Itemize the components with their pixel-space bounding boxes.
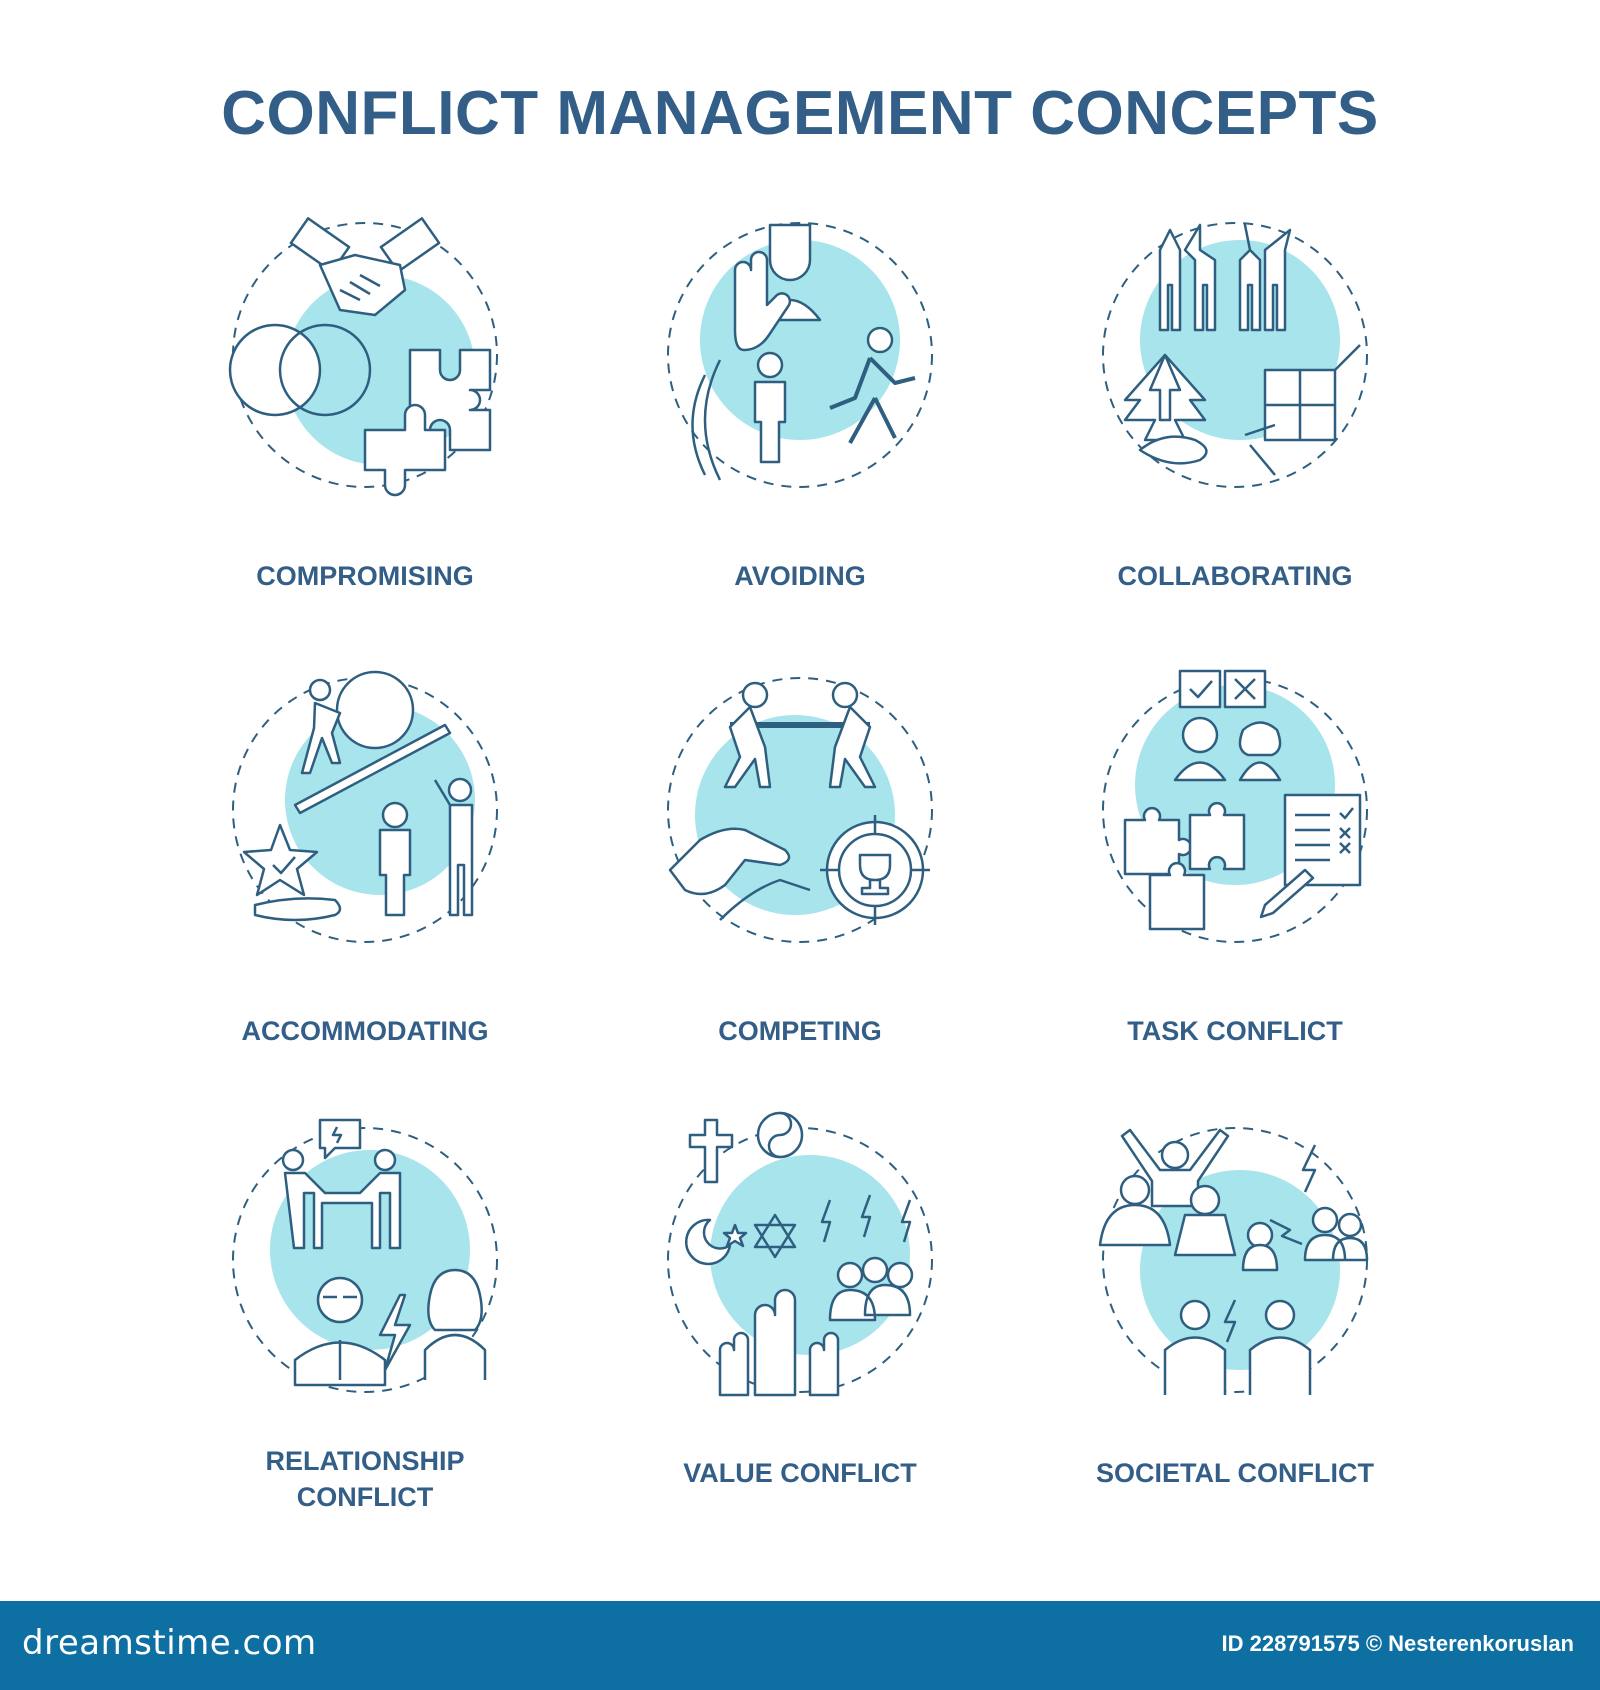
- concept-label: VALUE CONFLICT: [683, 1458, 917, 1488]
- watermark-footer: dreamstime.com ID 228791575 © Nesterenko…: [0, 1601, 1600, 1690]
- concept-label: TASK CONFLICT: [1127, 1016, 1343, 1046]
- concept-label: AVOIDING: [734, 561, 866, 591]
- pushing-boulder-star-icon: [232, 670, 498, 943]
- checklist-puzzle-people-icon: [1102, 669, 1368, 943]
- tug-of-war-trophy-icon: [667, 677, 933, 943]
- religious-symbols-hands-icon: [667, 1111, 933, 1397]
- concept-label: SOCIETAL CONFLICT: [1096, 1458, 1374, 1488]
- concept-task-conflict: TASK CONFLICT: [1035, 669, 1435, 1175]
- concept-label: COMPETING: [718, 1016, 882, 1046]
- arguing-people-lightning-icon: [232, 1118, 498, 1393]
- concept-accommodating: ACCOMMODATING: [165, 670, 565, 1175]
- concept-value-conflict: VALUE CONFLICT: [600, 1111, 1000, 1625]
- page-title: CONFLICT MANAGEMENT CONCEPTS: [221, 79, 1379, 148]
- concept-societal-conflict: SOCIETAL CONFLICT: [1035, 1125, 1435, 1625]
- stop-hand-running-person-icon: [667, 222, 933, 488]
- image-credit: ID 228791575 © Nesterenkoruslan: [1221, 1631, 1574, 1656]
- handshake-venn-puzzle-icon: [228, 217, 498, 497]
- concept-compromising: COMPROMISING: [165, 217, 565, 720]
- concept-competing: COMPETING: [600, 675, 1000, 1175]
- brand-logo-text: dreamstime.com: [22, 1623, 317, 1663]
- concept-avoiding: AVOIDING: [600, 220, 1000, 720]
- concept-label: COLLABORATING: [1117, 561, 1353, 591]
- concept-label: ACCOMMODATING: [241, 1016, 489, 1046]
- concept-label: COMPROMISING: [256, 561, 474, 591]
- crowd-protest-lightning-icon: [1098, 1127, 1369, 1395]
- concept-grid: COMPROMISING AVOIDING: [165, 217, 1435, 1512]
- concept-collaborating: COLLABORATING: [1035, 220, 1435, 720]
- team-high-five-puzzle-icon: [1102, 222, 1368, 488]
